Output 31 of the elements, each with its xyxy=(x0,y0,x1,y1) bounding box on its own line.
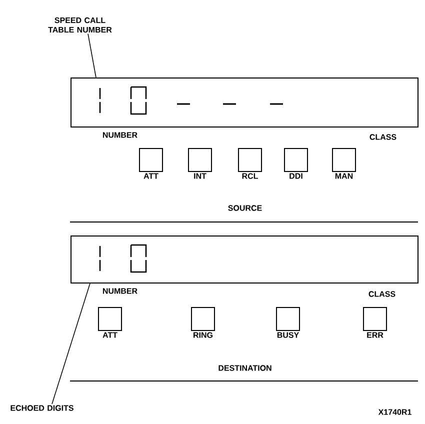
panel-label: NUMBER xyxy=(102,288,138,294)
callout-text: ECHOED DIGITS xyxy=(10,405,74,411)
display-window xyxy=(70,236,418,284)
indicator-lamp: INT xyxy=(188,148,212,179)
node-label: DDI xyxy=(290,173,302,179)
panel-label: X1740R1 xyxy=(378,409,412,415)
indicator-lamp: BUSY xyxy=(276,307,300,338)
node-label: BUSY xyxy=(277,332,299,338)
panel-label: NUMBER xyxy=(102,132,138,138)
panel-label: CLASS xyxy=(370,134,396,140)
display-window xyxy=(70,78,418,128)
leader-line xyxy=(52,283,90,404)
callout-text: SPEED CALL TABLE NUMBER xyxy=(48,17,112,33)
node-label: ERR xyxy=(367,332,384,338)
indicator-lamp: ATT xyxy=(98,307,122,338)
node-label: RCL xyxy=(242,173,258,179)
indicator-lamp: RCL xyxy=(238,148,262,179)
panel-label: DESTINATION xyxy=(218,365,272,371)
leader-line xyxy=(88,33,96,78)
indicator-lamp: ATT xyxy=(139,148,163,179)
indicator-lamp: MAN xyxy=(332,148,356,179)
node-label: RING xyxy=(194,332,213,338)
panel-label: SOURCE xyxy=(228,205,262,211)
node-label: MAN xyxy=(335,173,353,179)
indicator-lamp: RING xyxy=(191,307,215,338)
indicator-lamp: DDI xyxy=(284,148,308,179)
node-label: ATT xyxy=(102,332,118,338)
node-label: INT xyxy=(194,173,206,179)
node-label: ATT xyxy=(144,173,158,179)
indicator-lamp: ERR xyxy=(363,307,387,338)
panel-label: CLASS xyxy=(368,291,396,297)
